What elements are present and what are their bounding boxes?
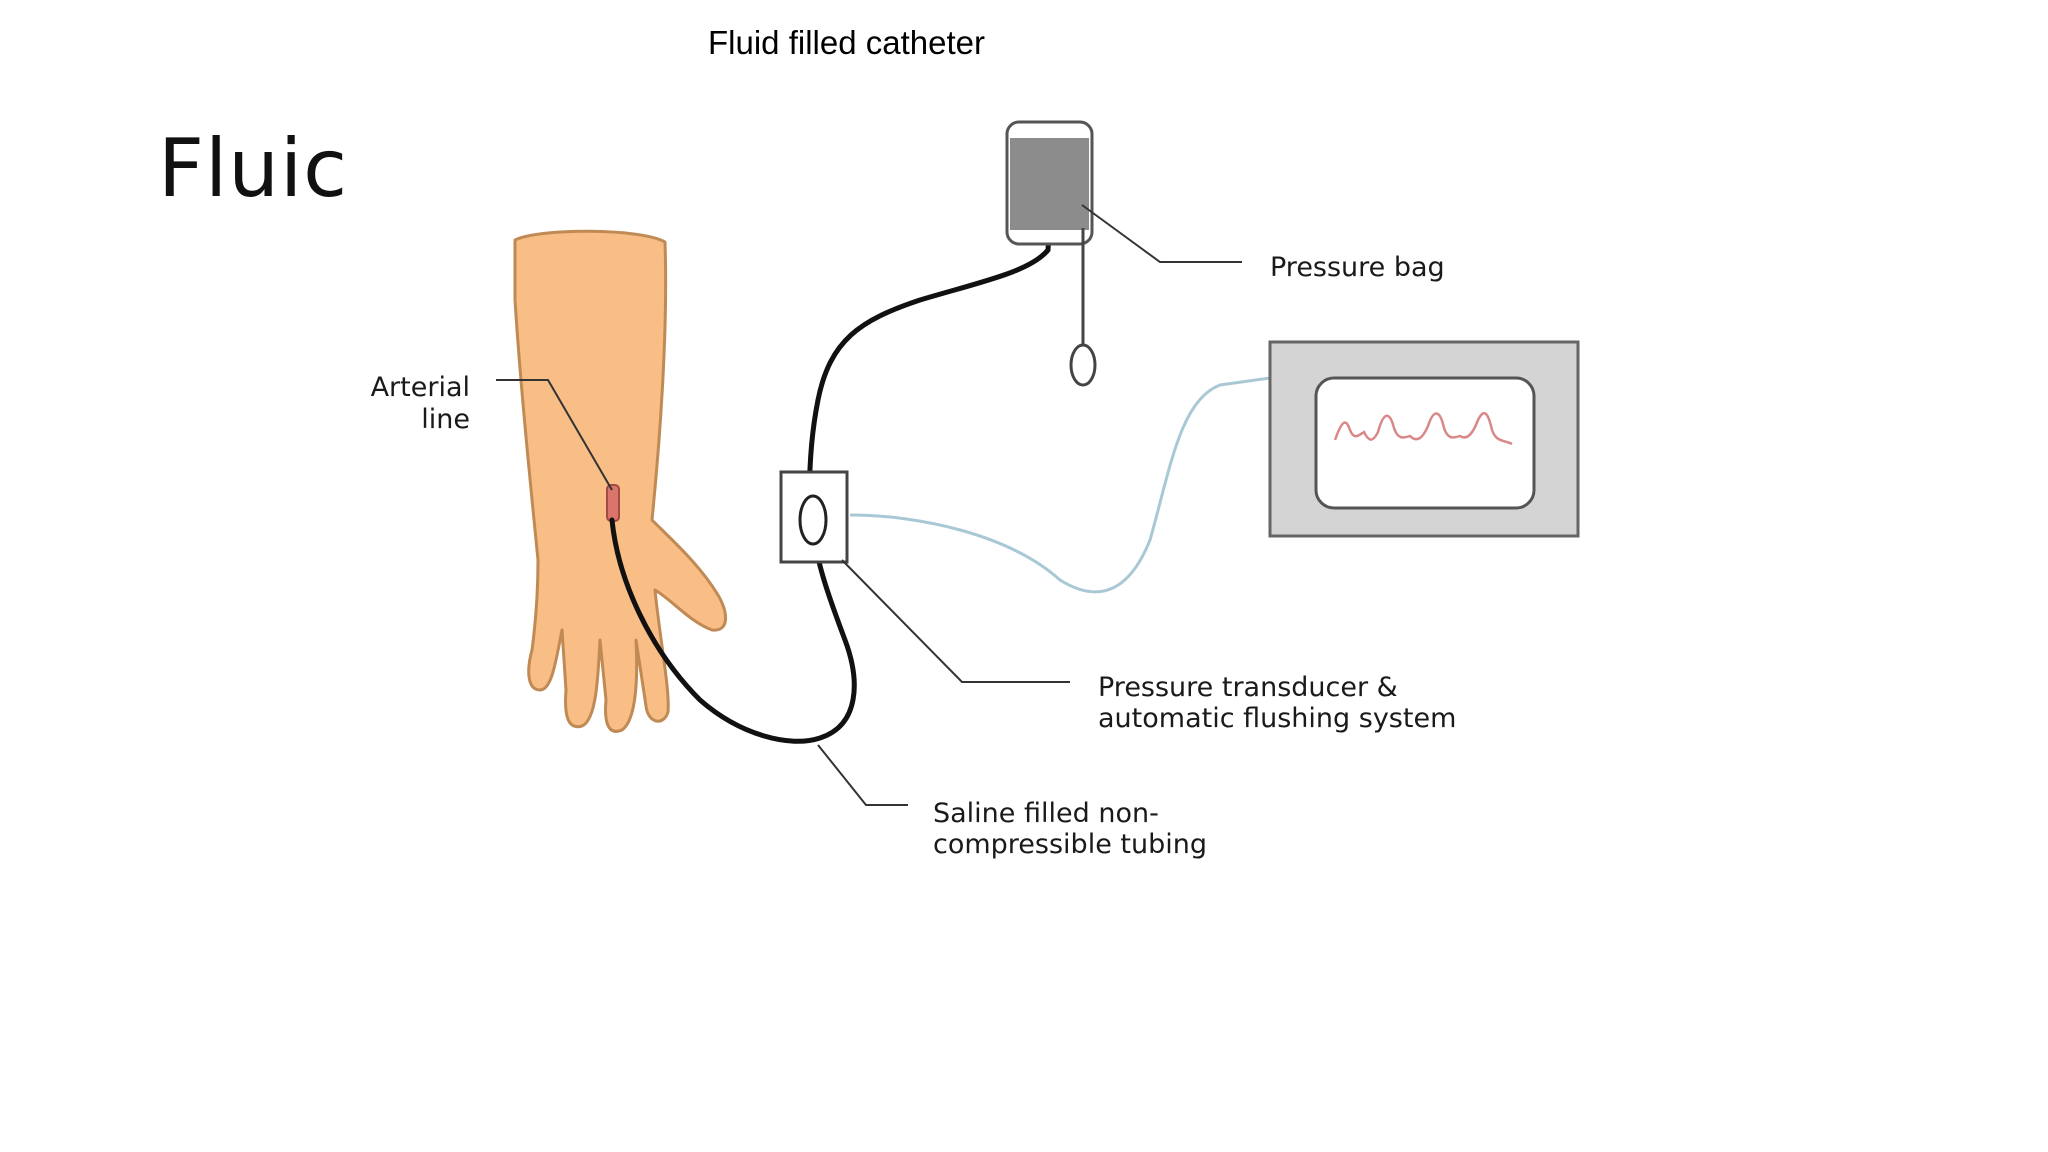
catheter-site-marker — [606, 484, 620, 522]
tubing-leader — [817, 744, 908, 806]
arterial-line-leader — [496, 379, 613, 491]
transducer-leader — [841, 559, 1070, 683]
slide-caption: Fluid filled catheter — [708, 24, 985, 61]
label-arterial-line-1: Arterial — [371, 372, 470, 403]
arterial-waveform — [1333, 411, 1513, 446]
slide-title: Fluic — [158, 122, 349, 215]
label-tubing-2: compressible tubing — [933, 829, 1207, 860]
label-arterial-line-2: line — [421, 404, 470, 435]
label-transducer-2: automatic flushing system — [1098, 703, 1456, 734]
transducer-membrane — [798, 494, 828, 546]
label-transducer-1: Pressure transducer & — [1098, 672, 1398, 703]
saline-tubing-upper — [806, 217, 1053, 523]
pressure-bag-fluid — [1010, 138, 1089, 230]
monitor-screen — [1314, 376, 1536, 510]
label-pressure-bag: Pressure bag — [1270, 252, 1445, 283]
inflation-bulb — [1069, 343, 1097, 387]
label-tubing-1: Saline filled non- — [933, 798, 1159, 829]
signal-cable — [849, 376, 1271, 594]
arm-illustration — [513, 229, 727, 733]
pressure-bag-leader — [1081, 204, 1242, 263]
saline-tubing-lower — [609, 517, 857, 744]
